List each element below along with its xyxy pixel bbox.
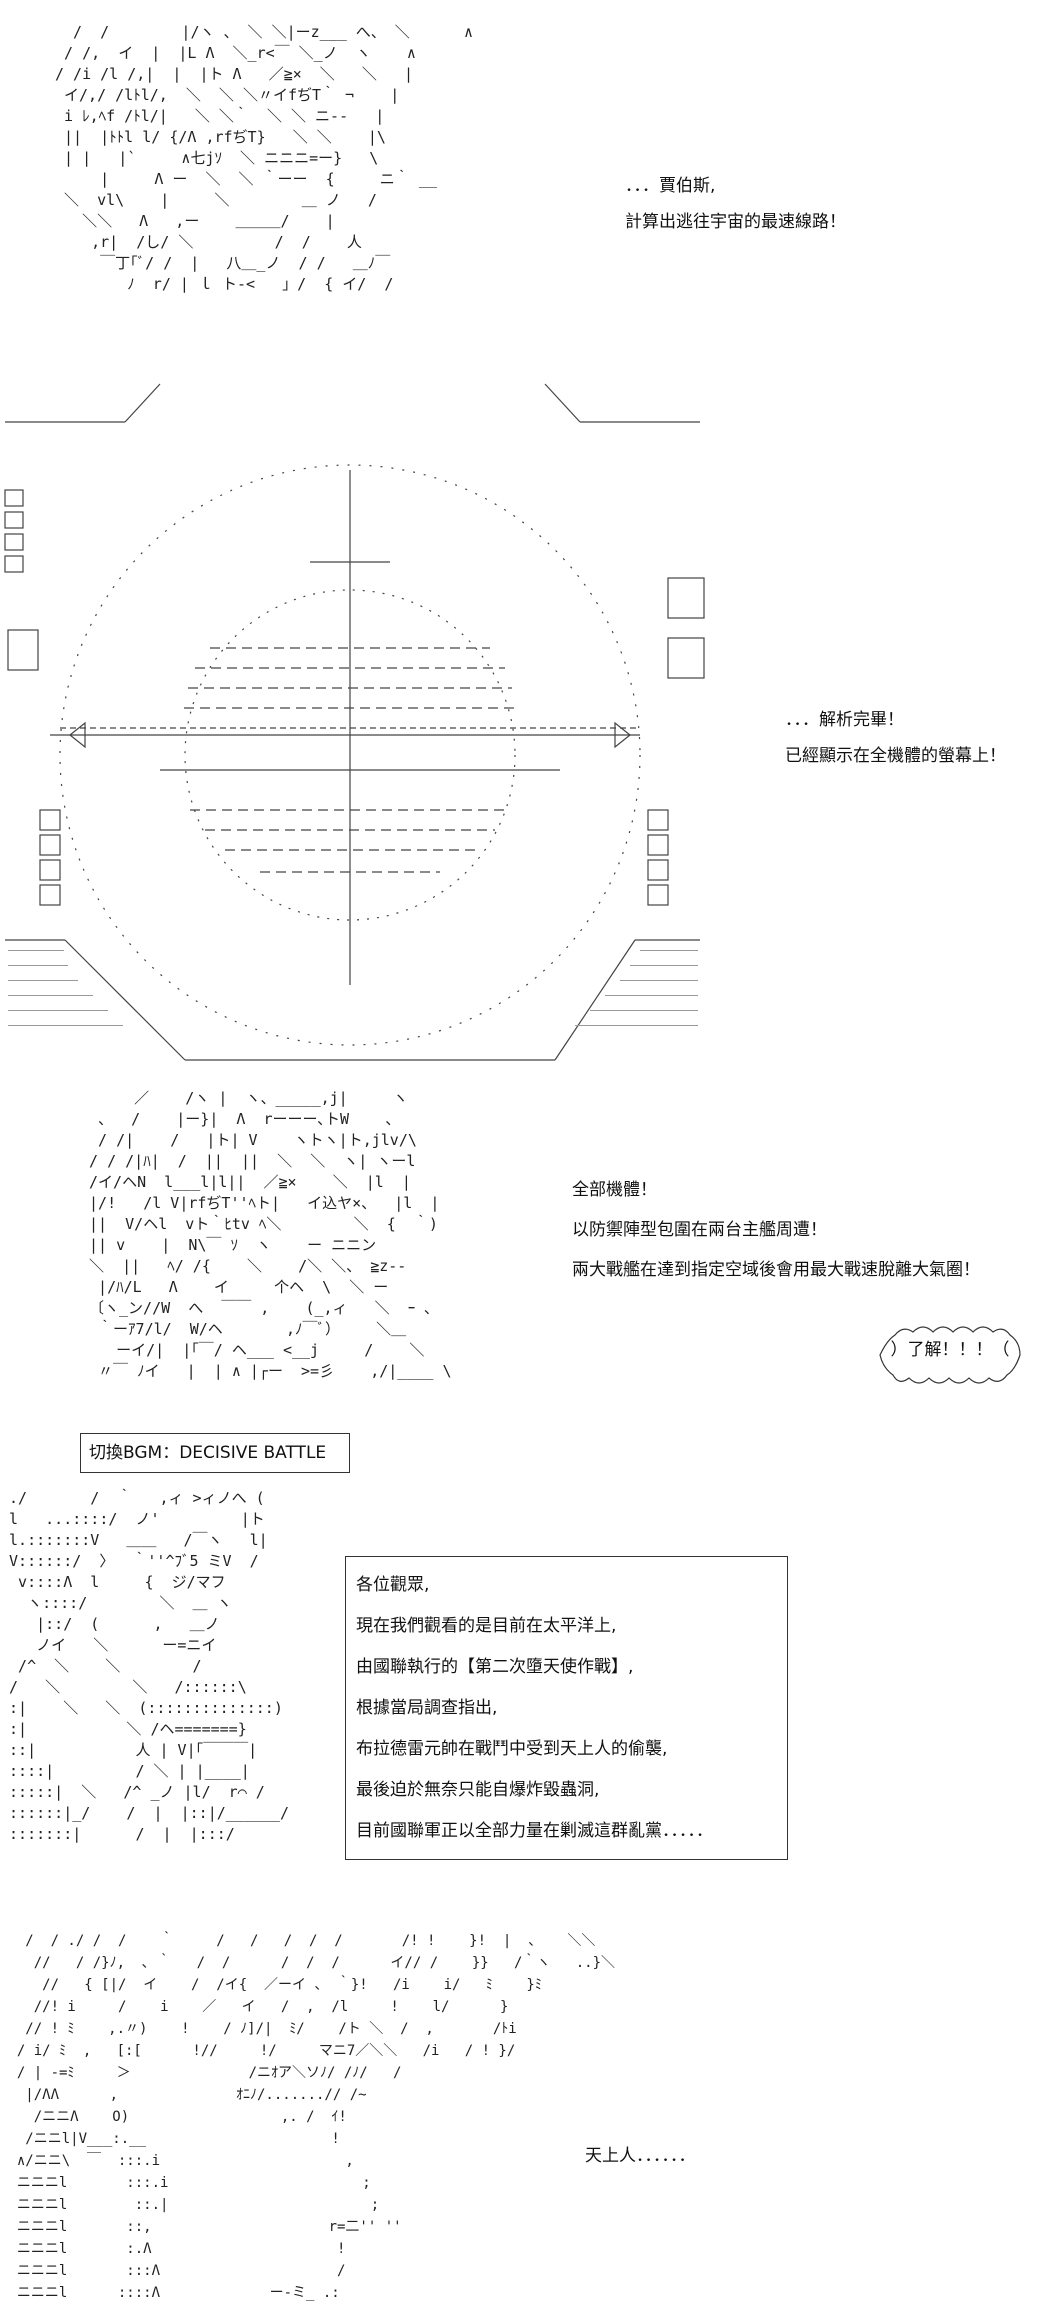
narration-line: 由國聯執行的【第二次墮天使作戰】,	[356, 1657, 634, 1677]
right-gauges	[647, 577, 705, 906]
bgm-switch-label: 切換BGM：DECISIVE BATTLE	[80, 1433, 350, 1473]
celestial-being-ascii-art: / / ./ / / ｀ / / / / / /! ! }! | 、 ＼＼ //…	[16, 1933, 616, 2301]
jobs-ascii-art: / / |/ヽ 、 ＼ ＼|ーz___ へ、 ＼ ∧ / /, イ | |L Λ…	[55, 23, 474, 293]
panel1-dialogue: ．．．賈伯斯, 計算出逃往宇宙的最速線路！	[625, 168, 846, 240]
scope-outer-ring	[59, 464, 641, 1046]
hud-hatching	[8, 950, 698, 1026]
dialogue-line: 兩大戰艦在達到指定空域後會用最大戰速脫離大氣圈！	[572, 1260, 980, 1280]
hud-rule	[544, 383, 581, 423]
dialogue-line: ．．．解析完畢！	[785, 710, 904, 730]
commander-ascii-art: ／ /ヽ | ヽ、_____,j| ヽ 、 / |ー}| Λ rーーー､トW 、…	[89, 1089, 452, 1380]
shout-burst-outline	[879, 1326, 1021, 1384]
panel2-dialogue: ．．．解析完畢！ 已經顯示在全機體的螢幕上！	[785, 702, 1006, 774]
dialogue-line: 全部機體！	[572, 1180, 657, 1200]
left-gauges	[4, 489, 61, 906]
dialogue-line: 已經顯示在全機體的螢幕上！	[785, 746, 1006, 766]
shout-reply: ）了解！！！（	[890, 1340, 1010, 1360]
broadcast-narration-box: 各位觀眾, 現在我們觀看的是目前在太平洋上, 由國聯執行的【第二次墮天使作戰】,…	[345, 1556, 788, 1860]
panel3-dialogue: 全部機體！ 以防禦陣型包圍在兩台主艦周遭！ 兩大戰艦在達到指定空域後會用最大戰速…	[572, 1170, 980, 1290]
dialogue-line: 計算出逃往宇宙的最速線路！	[625, 212, 846, 232]
narration-line: 布拉德雷元帥在戰鬥中受到天上人的偷襲,	[356, 1739, 668, 1759]
announcer-ascii-art: ./ / ｀ ,ィ >ィノへ ( l ...::::/ ノ' |ト l.::::…	[9, 1489, 289, 1843]
planet-bands	[184, 647, 516, 873]
dialogue-line: 以防禦陣型包圍在兩台主艦周遭！	[572, 1220, 827, 1240]
panel5-dialogue: 天上人．．．．．．	[585, 2138, 696, 2174]
targeting-scope-art	[4, 383, 705, 1061]
narration-line: 根據當局調查指出,	[356, 1698, 498, 1718]
narration-line: 最後迫於無奈只能自爆炸毀蟲洞,	[356, 1780, 600, 1800]
narration-line: 各位觀眾,	[356, 1575, 430, 1595]
narration-line: 目前國聯軍正以全部力量在剿滅這群亂黨．．．．．	[356, 1821, 713, 1841]
dialogue-line: 天上人．．．．．．	[585, 2146, 696, 2166]
dialogue-line: ．．．賈伯斯,	[625, 176, 716, 196]
narration-line: 現在我們觀看的是目前在太平洋上,	[356, 1616, 617, 1636]
scope-inner-ring	[184, 589, 516, 921]
hud-rule	[124, 383, 161, 423]
